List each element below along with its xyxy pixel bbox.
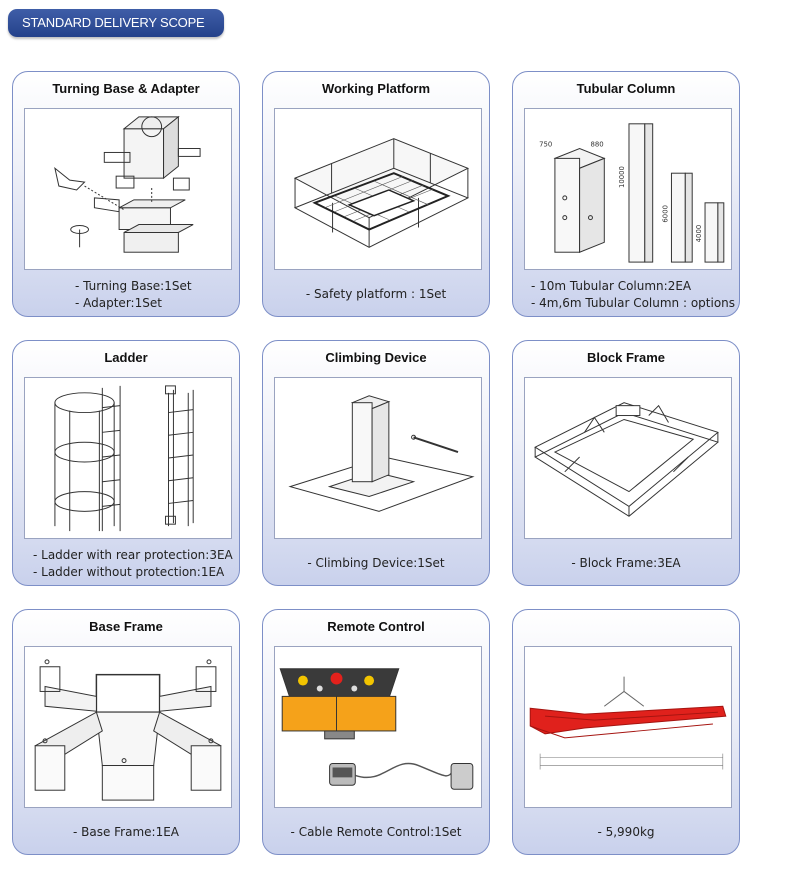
card-boom-weight: - 5,990kg xyxy=(512,609,740,855)
desc-line: - 10m Tubular Column:2EA xyxy=(531,279,692,293)
card-title: Climbing Device xyxy=(325,350,427,365)
card-description: - Turning Base:1Set - Adapter:1Set xyxy=(13,278,239,312)
card-title: Tubular Column xyxy=(576,81,676,96)
section-title: STANDARD DELIVERY SCOPE xyxy=(22,15,205,30)
desc-line: - Adapter:1Set xyxy=(75,296,162,310)
card-title: Remote Control xyxy=(327,619,425,634)
card-base-frame: Base Frame - Base Frame:1EA xyxy=(12,609,240,855)
card-remote-control: Remote Control - Cable Remote Control:1S… xyxy=(262,609,490,855)
dim-label: 750 xyxy=(539,141,552,149)
desc-line: - Cable Remote Control:1Set xyxy=(290,825,462,839)
tubular-column-drawing: 750 880 10000 6000 4000 xyxy=(524,108,732,270)
card-tubular-column: Tubular Column 750 880 10000 6000 4000 -… xyxy=(512,71,740,317)
desc-line: - Ladder with rear protection:3EA xyxy=(33,548,233,562)
desc-line: - Base Frame:1EA xyxy=(72,825,180,839)
desc-line: - Safety platform : 1Set xyxy=(305,287,447,301)
card-description: - Ladder with rear protection:3EA - Ladd… xyxy=(13,547,239,581)
ladder-drawing xyxy=(24,377,232,539)
card-block-frame: Block Frame - Block Frame:3EA xyxy=(512,340,740,586)
dim-label: 880 xyxy=(590,141,603,149)
section-header: STANDARD DELIVERY SCOPE xyxy=(8,9,224,37)
card-description: - 10m Tubular Column:2EA - 4m,6m Tubular… xyxy=(513,278,739,312)
turning-base-drawing xyxy=(24,108,232,270)
desc-line: - 5,990kg xyxy=(597,825,655,839)
card-title: Block Frame xyxy=(586,350,666,365)
desc-line: - 4m,6m Tubular Column : options xyxy=(531,296,736,310)
card-title: Ladder xyxy=(104,350,148,365)
climbing-device-drawing xyxy=(274,377,482,539)
remote-control-drawing xyxy=(274,646,482,808)
card-description: - 5,990kg xyxy=(513,816,739,841)
boom-drawing xyxy=(524,646,732,808)
card-title: Turning Base & Adapter xyxy=(52,81,200,96)
desc-line: - Turning Base:1Set xyxy=(75,279,192,293)
card-description: - Cable Remote Control:1Set xyxy=(263,816,489,841)
block-frame-drawing xyxy=(524,377,732,539)
base-frame-drawing xyxy=(24,646,232,808)
card-title: Base Frame xyxy=(89,619,163,634)
card-working-platform: Working Platform - Safety platform : 1Se… xyxy=(262,71,490,317)
card-description: - Climbing Device:1Set xyxy=(263,547,489,572)
desc-line: - Climbing Device:1Set xyxy=(307,556,445,570)
desc-line: - Ladder without protection:1EA xyxy=(33,565,225,579)
working-platform-drawing xyxy=(274,108,482,270)
dim-label: 4000 xyxy=(695,225,703,243)
card-title: Working Platform xyxy=(321,81,431,96)
dim-label: 10000 xyxy=(618,166,626,188)
dim-label: 6000 xyxy=(662,205,670,223)
card-description: - Base Frame:1EA xyxy=(13,816,239,841)
card-climbing-device: Climbing Device - Climbing Device:1Set xyxy=(262,340,490,586)
desc-line: - Block Frame:3EA xyxy=(571,556,681,570)
card-ladder: Ladder - Ladder with rear protection:3EA… xyxy=(12,340,240,586)
card-description: - Safety platform : 1Set xyxy=(263,278,489,303)
card-turning-base: Turning Base & Adapter - Turning Base:1S… xyxy=(12,71,240,317)
card-description: - Block Frame:3EA xyxy=(513,547,739,572)
